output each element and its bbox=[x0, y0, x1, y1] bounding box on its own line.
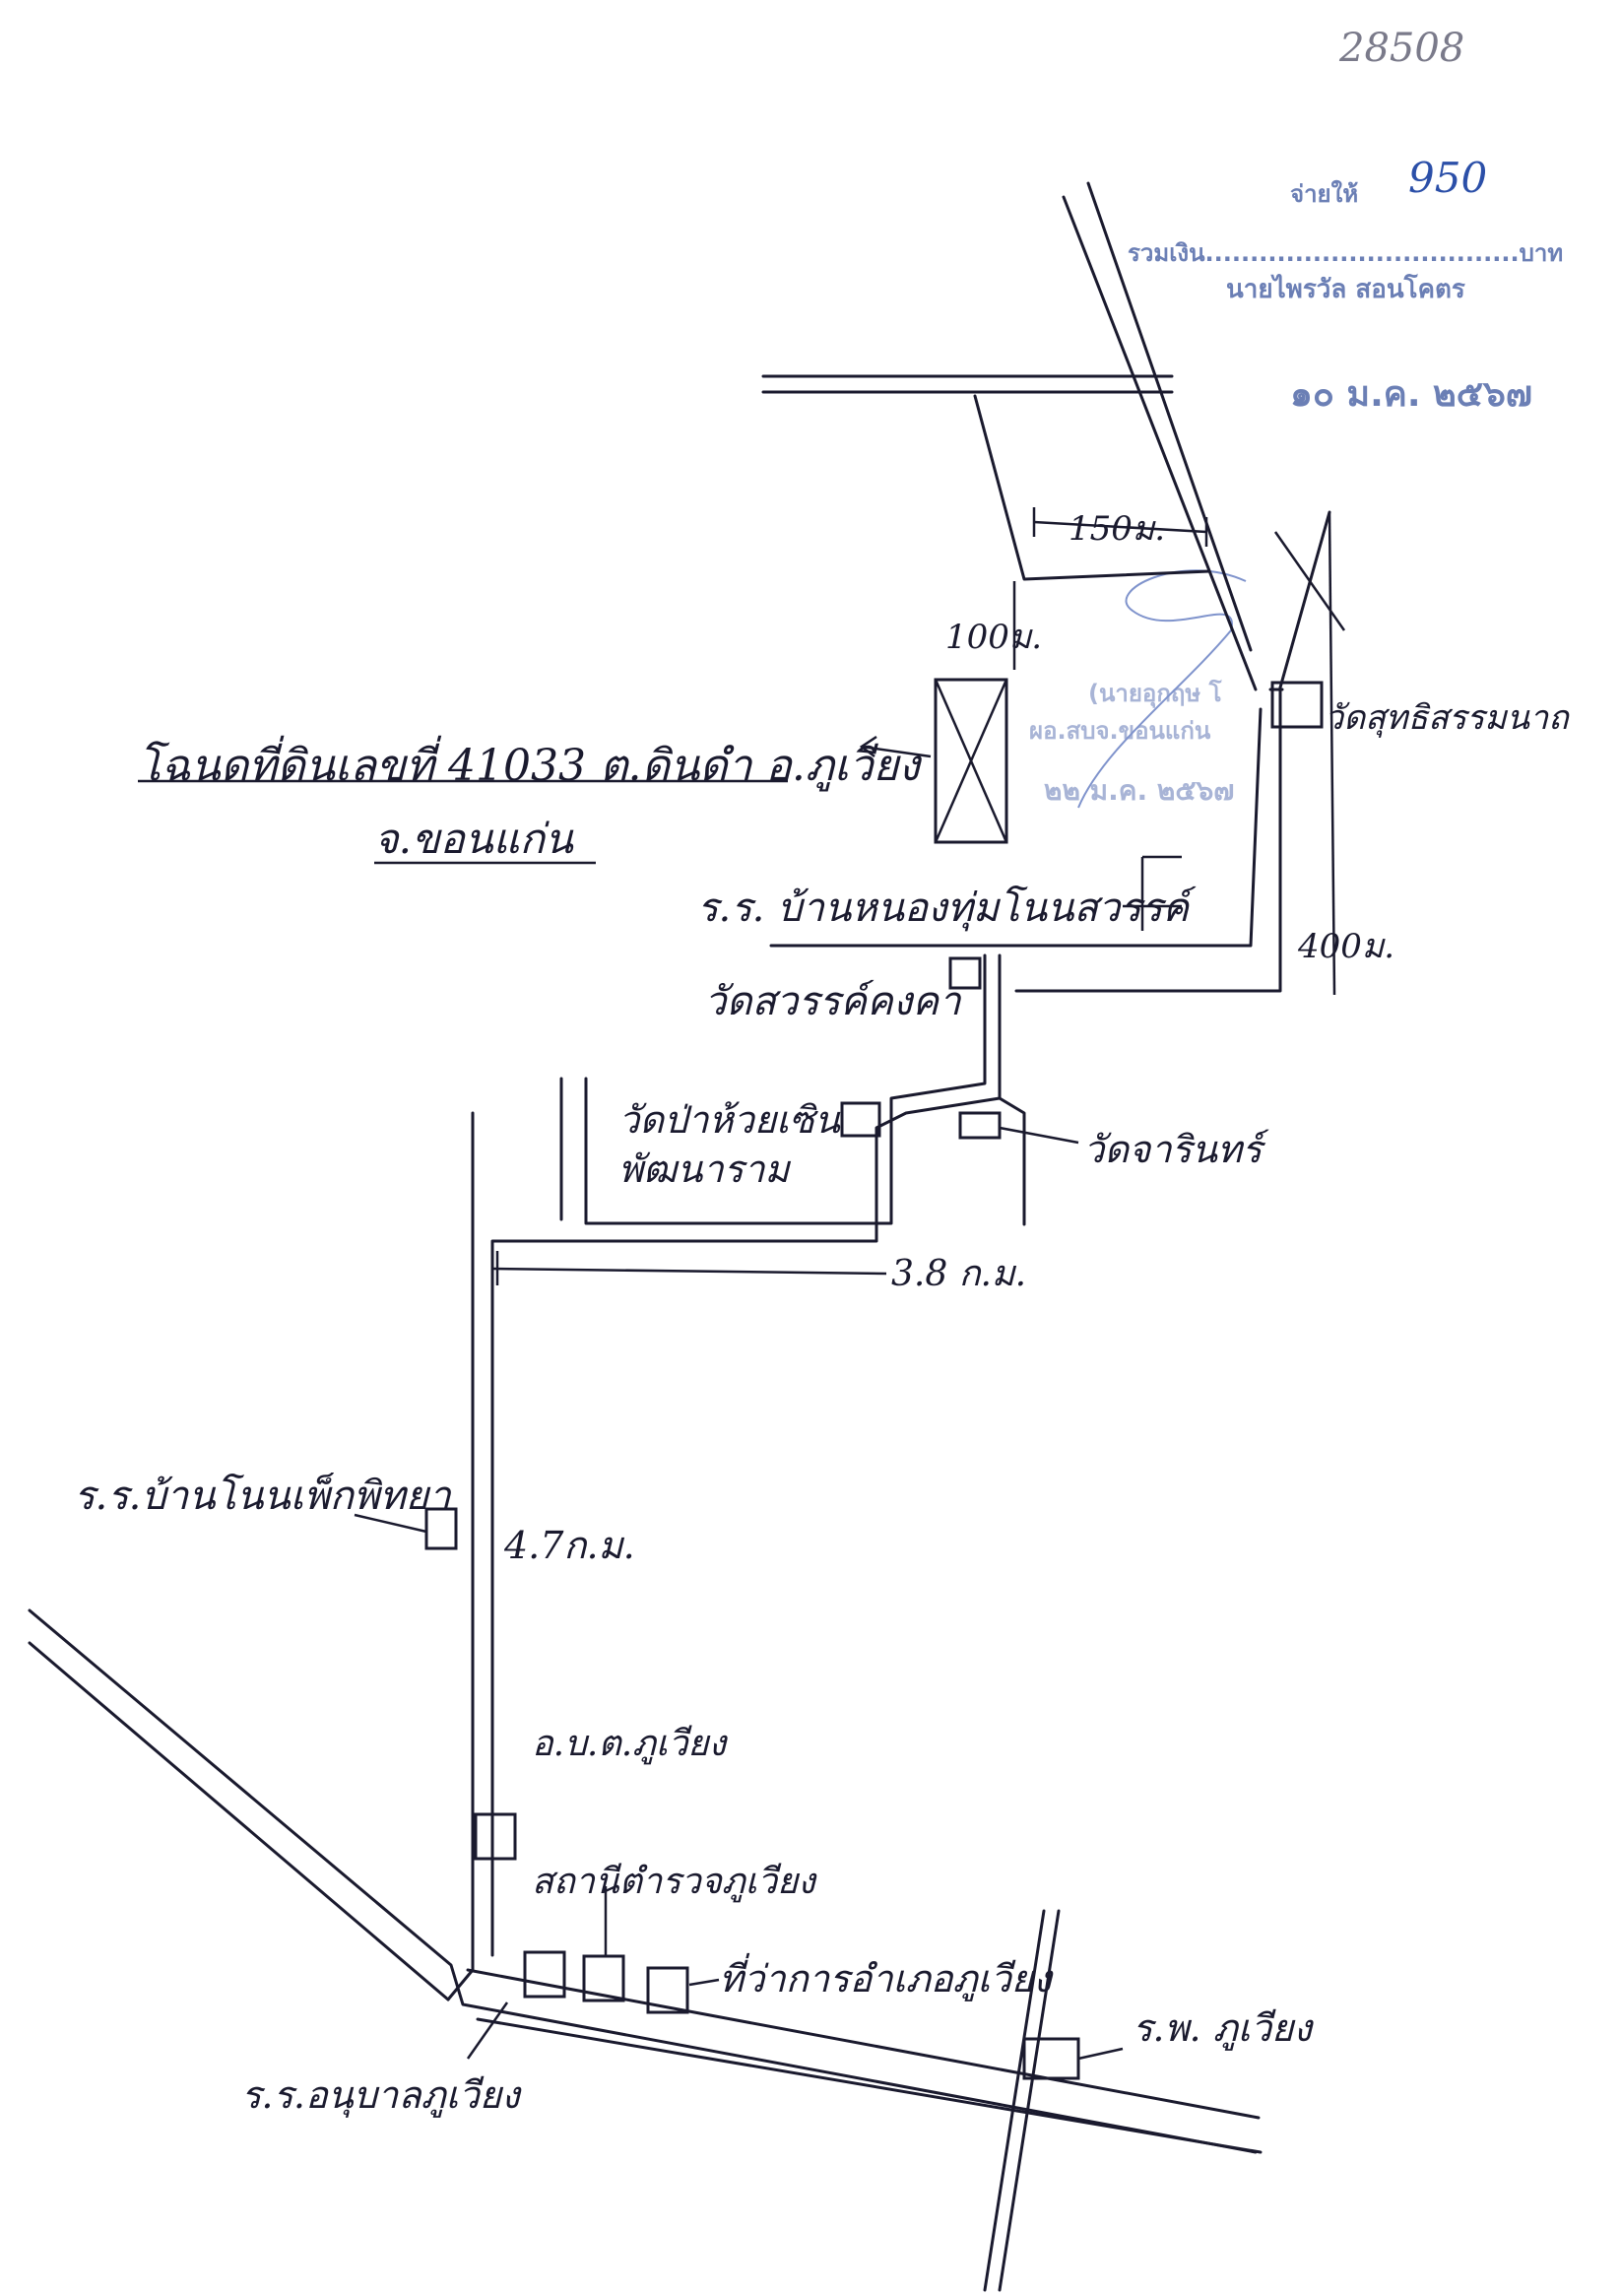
tambon-office-label: อ.บ.ต.ภูเวียง bbox=[532, 1724, 729, 1765]
signature-scribble bbox=[1077, 569, 1247, 809]
payment-amount: 950 bbox=[1408, 154, 1487, 202]
province-label: จ.ขอนแก่น bbox=[374, 815, 574, 863]
district-office-label: ที่ว่าการอำเภอภูเวียง bbox=[719, 1952, 1054, 2001]
distance-100m: 100ม. bbox=[945, 618, 1042, 657]
wat-pahuaisen-label-2: พัฒนาราม bbox=[618, 1148, 791, 1191]
land-plot bbox=[934, 678, 1008, 844]
school-anuban-label: ร.ร.อนุบาลภูเวียง bbox=[241, 2073, 522, 2118]
road-cross-right bbox=[998, 1909, 1061, 2292]
hospital-label: ร.พ. ภูเวียง bbox=[1133, 2006, 1314, 2051]
road-east-main bbox=[769, 707, 1263, 948]
school-anuban-marker bbox=[523, 1950, 566, 1999]
school-nonphek-label: ร.ร.บ้านโนนเพ็กพิทยา bbox=[74, 1473, 452, 1519]
wat-pahuaisen-marker bbox=[840, 1101, 881, 1138]
distance-400m: 400ม. bbox=[1297, 927, 1394, 966]
wat-suttisatham-marker bbox=[1270, 681, 1324, 729]
wat-pahuaisen-label-1: วัดป่าห้วยเซิน bbox=[618, 1098, 841, 1142]
road-east-branch bbox=[1014, 686, 1282, 993]
road-cross-left bbox=[983, 1909, 1046, 2292]
school-nongthum-label: ร.ร. บ้านหนองทุ่มโนนสวรรค์ bbox=[697, 885, 1197, 932]
approval-stamp: (นายอุกฤษ โ ผอ.สบจ.ขอนแก่น ๒๒ ม.ค. ๒๕๖๗ bbox=[1029, 569, 1247, 809]
distance-4-7km: 4.7ก.ม. bbox=[503, 1524, 635, 1567]
wat-charin-label: วัดจารินทร์ bbox=[1083, 1128, 1269, 1171]
payment-date: ๑๐ ม.ค. ๒๕๖๗ bbox=[1290, 374, 1532, 415]
road-west-main-inner bbox=[490, 1096, 1002, 1957]
distance-3-8km: 3.8 ก.ม. bbox=[891, 1254, 1026, 1294]
roads bbox=[28, 181, 1331, 2292]
school-nonphek-marker bbox=[424, 1507, 458, 1550]
document-number: 28508 bbox=[1338, 26, 1464, 71]
total-label: รวมเงิน.................................… bbox=[1128, 239, 1563, 267]
district-office-marker bbox=[646, 1966, 689, 2014]
police-station-label: สถานีตำรวจภูเวียง bbox=[532, 1862, 817, 1903]
wat-sawankongka-label: วัดสวรรค์คงคา bbox=[704, 979, 962, 1024]
road-center-right bbox=[998, 953, 1026, 1226]
distance-150m: 150ม. bbox=[1069, 509, 1165, 549]
tambon-office-marker bbox=[474, 1812, 517, 1861]
police-station-marker bbox=[582, 1954, 625, 2002]
road-bottom-main bbox=[28, 1608, 1258, 2154]
wat-charin-marker bbox=[958, 1111, 1002, 1140]
road-diagonal-top-left bbox=[1062, 195, 1258, 691]
approver-name: (นายอุกฤษ โ bbox=[1088, 679, 1222, 709]
landmarks: วัดสุทธิสรรมนาถ ร.ร. บ้านหนองทุ่มโนนสวรร… bbox=[74, 681, 1571, 2118]
deed-label: โฉนดที่ดินเลขที่ 41033 ต.ดินดำ อ.ภูเวียง bbox=[138, 735, 923, 792]
deed-arrow bbox=[861, 745, 932, 758]
wat-suttisatham-label: วัดสุทธิสรรมนาถ bbox=[1325, 698, 1571, 738]
pay-to-label: จ่ายให้ bbox=[1290, 179, 1358, 208]
road-west-main-outer bbox=[446, 1111, 475, 2001]
wat-sawankongka-marker bbox=[948, 956, 982, 990]
road-diagonal-top-right bbox=[1086, 181, 1253, 652]
block-outline bbox=[973, 394, 1211, 581]
approver-position: ผอ.สบจ.ขอนแก่น bbox=[1029, 717, 1211, 745]
road-bottom-left-2 bbox=[28, 1641, 450, 2001]
road-fork-right bbox=[1278, 510, 1331, 689]
road-bottom-lower bbox=[476, 2017, 1263, 2154]
road-center-left bbox=[584, 953, 987, 1225]
approval-date: ๒๒ ม.ค. ๒๕๖๗ bbox=[1044, 774, 1234, 807]
distance-markers: 150ม. 100ม. 400ม. 3.8 ก.ม. 4.7ก.ม. bbox=[491, 507, 1394, 1567]
payee-name: นายไพรวัล สอนโคตร bbox=[1226, 273, 1465, 304]
road-bottom-upper bbox=[466, 1968, 1261, 2120]
deed-label-group: โฉนดที่ดินเลขที่ 41033 ต.ดินดำ อ.ภูเวียง… bbox=[138, 735, 932, 865]
payment-stamp: จ่ายให้ 950 รวมเงิน.....................… bbox=[1128, 154, 1563, 415]
